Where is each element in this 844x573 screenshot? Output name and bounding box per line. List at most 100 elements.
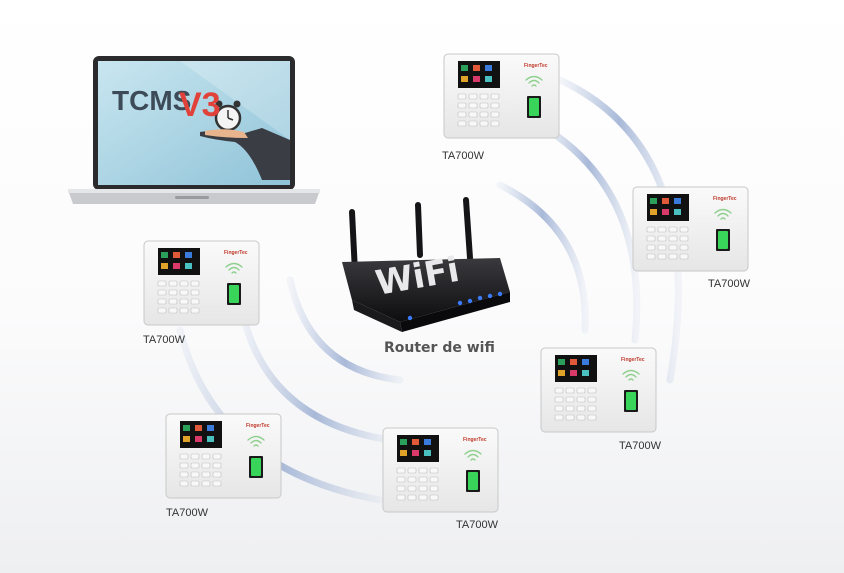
keypad-key [190, 480, 200, 487]
keypad-key [407, 494, 417, 501]
device-label-3: TA700W [143, 334, 185, 346]
screen-app-icon [473, 76, 480, 82]
keypad-key [468, 120, 478, 127]
keypad-key [646, 226, 656, 233]
screen-app-icon [485, 76, 492, 82]
wifi-arc [470, 458, 476, 461]
keypad-key [201, 453, 211, 460]
keypad-key [576, 396, 586, 403]
screen-app-icon [207, 436, 214, 442]
keypad-key [396, 467, 406, 474]
keypad-key [565, 396, 575, 403]
screen-app-icon [558, 359, 565, 365]
keypad-key [587, 414, 597, 421]
wave-lower-1 [286, 276, 404, 384]
keypad-key [429, 467, 439, 474]
device-label-2: TA700W [708, 278, 750, 290]
keypad-key [179, 480, 189, 487]
screen-app-icon [161, 263, 168, 269]
device-4: FingerTec [540, 347, 657, 433]
fingerprint-sensor-icon [468, 472, 478, 490]
device-brand: FingerTec [246, 423, 270, 429]
screen-app-icon [674, 209, 681, 215]
screen-app-icon [424, 450, 431, 456]
screen-app-icon [195, 436, 202, 442]
keypad-key [490, 102, 500, 109]
wifi-arc [231, 271, 237, 274]
screen-app-icon [173, 252, 180, 258]
router-label: Router de wifi [384, 340, 495, 356]
keypad-key [679, 226, 689, 233]
keypad-key [157, 289, 167, 296]
keypad-key [212, 471, 222, 478]
keypad-key [190, 280, 200, 287]
tcms-logo-text: TCMS [112, 85, 191, 116]
screen-app-icon [185, 252, 192, 258]
keypad-key [429, 494, 439, 501]
keypad-key [646, 235, 656, 242]
screen-app-icon [412, 439, 419, 445]
keypad-key [468, 102, 478, 109]
keypad-key [179, 453, 189, 460]
keypad-key [554, 405, 564, 412]
keypad-key [646, 244, 656, 251]
keypad-key [179, 471, 189, 478]
keypad-key [457, 102, 467, 109]
screen-app-icon [570, 370, 577, 376]
keypad-key [179, 298, 189, 305]
keypad-key [418, 494, 428, 501]
keypad-key [679, 244, 689, 251]
screen-app-icon [582, 359, 589, 365]
keypad-key [407, 467, 417, 474]
screen-app-icon [674, 198, 681, 204]
keypad-key [657, 253, 667, 260]
keypad-key [157, 280, 167, 287]
screen-app-icon [173, 263, 180, 269]
keypad-key [679, 235, 689, 242]
device-brand: FingerTec [224, 250, 248, 256]
screen-app-icon [183, 425, 190, 431]
keypad-key [396, 476, 406, 483]
screen-app-icon [461, 76, 468, 82]
keypad-key [179, 462, 189, 469]
keypad-key [587, 387, 597, 394]
keypad-key [407, 476, 417, 483]
keypad-key [565, 405, 575, 412]
screen-app-icon [412, 450, 419, 456]
screen-app-icon [485, 65, 492, 71]
keypad-key [668, 244, 678, 251]
keypad-key [179, 307, 189, 314]
wifi-arc [625, 373, 637, 378]
keypad-key [190, 462, 200, 469]
fingerprint-sensor-icon [718, 231, 728, 249]
keypad-key [457, 93, 467, 100]
keypad-key [201, 480, 211, 487]
keypad-key [212, 480, 222, 487]
keypad-key [554, 414, 564, 421]
wifi-arc [717, 212, 729, 217]
fingerprint-sensor-icon [251, 458, 261, 476]
wave-upper-2 [536, 121, 641, 344]
screen-app-icon [400, 450, 407, 456]
keypad-key [565, 387, 575, 394]
screen-app-icon [582, 370, 589, 376]
keypad-key [490, 120, 500, 127]
keypad-key [587, 405, 597, 412]
device-brand: FingerTec [524, 63, 548, 69]
wifi-arc [228, 266, 240, 271]
keypad-key [190, 298, 200, 305]
screen-app-icon [558, 370, 565, 376]
keypad-key [490, 111, 500, 118]
keypad-key [179, 289, 189, 296]
screen-app-icon [207, 425, 214, 431]
screen-app-icon [650, 209, 657, 215]
wifi-signal-icon [225, 262, 243, 274]
keypad-key [190, 453, 200, 460]
device-keypad [157, 280, 200, 314]
wave-lower-2 [236, 296, 394, 444]
keypad-key [212, 462, 222, 469]
wifi-signal-icon [247, 435, 265, 447]
device-label-6: TA700W [456, 519, 498, 531]
keypad-key [468, 111, 478, 118]
